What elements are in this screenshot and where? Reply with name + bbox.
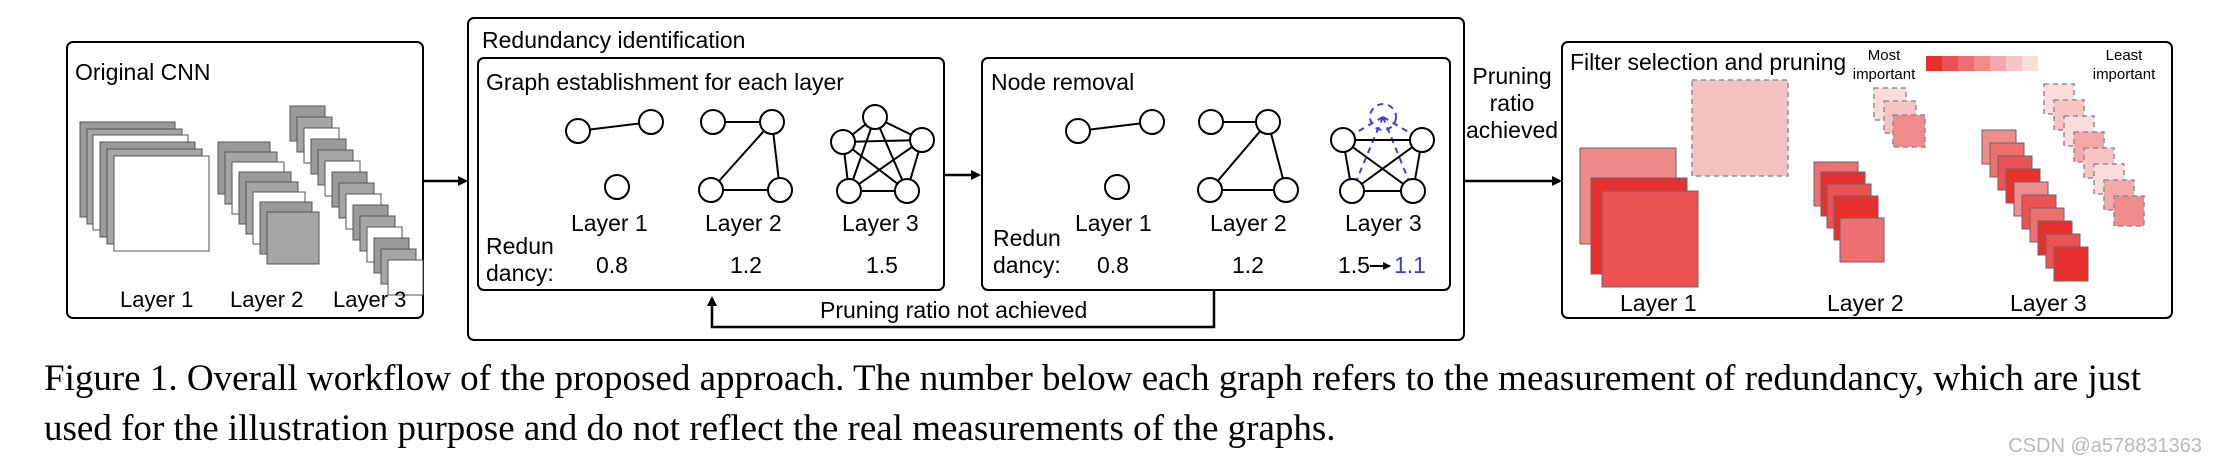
graph-redundancy-label-line1: Redun [486, 233, 554, 259]
graph-redundancy-value-2: 1.2 [730, 252, 762, 278]
achieved-label-line2: ratio [1490, 90, 1535, 116]
original-layer2-label: Layer 2 [230, 287, 303, 312]
graph-layer3-label: Layer 3 [842, 210, 919, 236]
removal-graph-layer1 [1065, 109, 1165, 200]
gradient-swatch [2006, 56, 2022, 71]
original-layer1-label: Layer 1 [120, 287, 193, 312]
gradient-swatch [1974, 56, 1990, 71]
removal-graph-layer3 [1330, 103, 1435, 204]
removal-layer3-label: Layer 3 [1345, 210, 1422, 236]
filter-selection-title: Filter selection and pruning [1570, 49, 1846, 75]
selection-layer2-label: Layer 2 [1827, 290, 1904, 316]
achieved-label-line3: achieved [1466, 117, 1558, 143]
graph-layer3 [830, 104, 935, 204]
graph-redundancy-value-3: 1.5 [866, 252, 898, 278]
removal-redundancy-label-line1: Redun [993, 225, 1061, 251]
redundancy-identification-panel: Redundancy identification Graph establis… [467, 17, 1465, 341]
watermark: CSDN @a578831363 [2008, 435, 2202, 457]
gradient-swatch [1926, 56, 1942, 71]
removal-redundancy-new-value: 1.1 [1394, 252, 1426, 278]
filter-selection-panel: Filter selection and pruning Most import… [1561, 41, 2173, 319]
gradient-swatch [2022, 56, 2038, 71]
original-layer3-feature-maps [289, 105, 424, 296]
feature-map [266, 211, 320, 265]
graph-redundancy-label-line2: dancy: [486, 260, 554, 286]
legend-most-line1: Most [1868, 47, 1901, 64]
feedback-loop-arrow [707, 290, 1216, 329]
original-layer2-feature-maps [217, 141, 320, 265]
gradient-swatch [1942, 56, 1958, 71]
legend-most-line2: important [1853, 66, 1916, 83]
node-removal-title: Node removal [991, 69, 1134, 95]
pruned-filter [2113, 195, 2145, 227]
selection-layer1-label: Layer 1 [1620, 290, 1697, 316]
graph-redundancy-value-1: 0.8 [596, 252, 628, 278]
removal-redundancy-label-line2: dancy: [993, 252, 1061, 278]
redundancy-title: Redundancy identification [482, 27, 745, 53]
selection-layer3-label: Layer 3 [2010, 290, 2087, 316]
legend-least-line1: Least [2106, 47, 2144, 64]
removal-layer1-label: Layer 1 [1075, 210, 1152, 236]
gradient-swatch [1958, 56, 1974, 71]
graph-layer1-label: Layer 1 [571, 210, 648, 236]
graph-layer2 [698, 109, 793, 203]
original-layer3-label: Layer 3 [333, 287, 406, 312]
removal-redundancy-value-3: 1.5 [1338, 252, 1370, 278]
kept-filter [2053, 246, 2089, 282]
graph-layer1 [565, 109, 664, 200]
original-cnn-title: Original CNN [75, 59, 210, 85]
selection-layer3-filters [1981, 83, 2145, 282]
graph-layer2-label: Layer 2 [705, 210, 782, 236]
original-layer1-feature-maps [79, 121, 210, 252]
removal-graph-layer2 [1197, 109, 1299, 203]
selection-layer1-filters [1579, 79, 1789, 288]
removal-redundancy-value-1: 0.8 [1097, 252, 1129, 278]
figure-caption: Figure 1. Overall workflow of the propos… [44, 358, 2141, 449]
graph-establishment-title: Graph establishment for each layer [486, 69, 844, 95]
workflow-diagram: Original CNN Layer 1 Layer 2 Layer 3 Red… [66, 17, 2173, 341]
original-cnn-panel: Original CNN Layer 1 Layer 2 Layer 3 [66, 41, 424, 319]
graph-establishment-panel: Graph establishment for each layer [477, 57, 945, 291]
feedback-loop-label: Pruning ratio not achieved [820, 297, 1087, 323]
gradient-swatch [1990, 56, 2006, 71]
importance-gradient-legend [1926, 56, 2038, 71]
feature-map [387, 259, 424, 296]
removal-layer2-label: Layer 2 [1210, 210, 1287, 236]
node-removal-panel: Node removal [981, 57, 1451, 291]
removal-redundancy-value-2: 1.2 [1232, 252, 1264, 278]
selection-layer2-filters [1813, 87, 1926, 263]
legend-least-line2: important [2093, 66, 2156, 83]
achieved-label-line1: Pruning [1472, 63, 1551, 89]
